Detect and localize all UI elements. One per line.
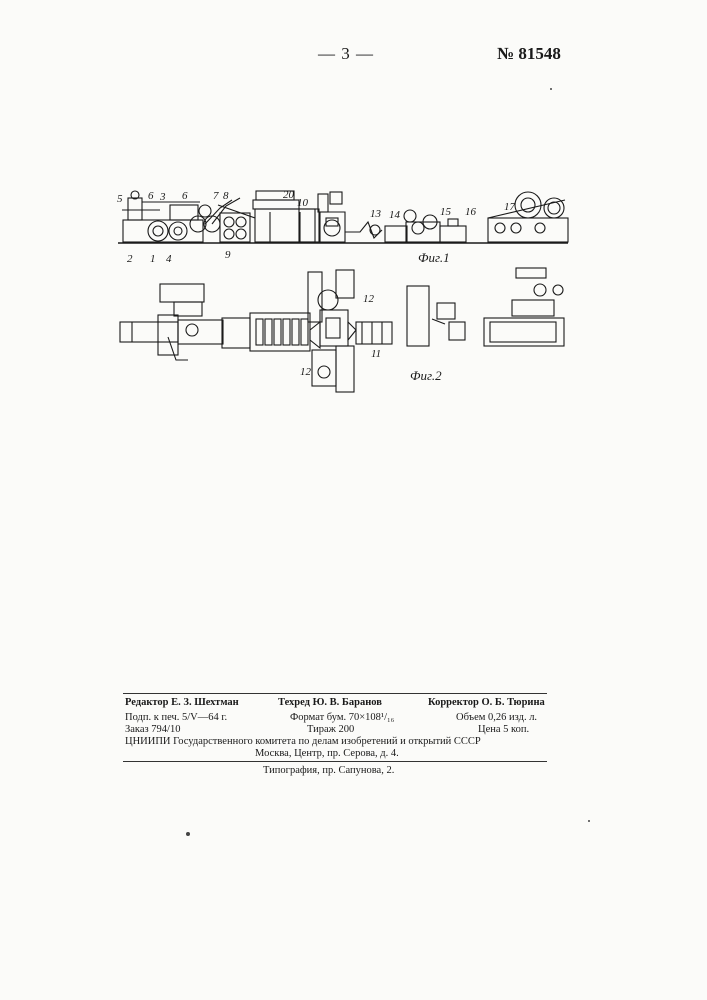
fig1-label: 3: [159, 191, 166, 203]
scan-speck: [550, 88, 552, 90]
fig1-label: 4: [166, 253, 172, 265]
fig1-label: 8: [223, 190, 229, 202]
volume: Объем 0,26 изд. л.: [456, 712, 537, 724]
fig1-label: 16: [465, 206, 477, 218]
publisher-address: Москва, Центр, пр. Серова, д. 4.: [255, 748, 399, 760]
fig1-label: 14: [389, 209, 401, 221]
fig1-label: 2: [127, 253, 133, 265]
fig1-label: 15: [440, 206, 452, 218]
printer: Типография, пр. Сапунова, 2.: [263, 765, 394, 777]
fig1-label: 6: [182, 190, 188, 202]
fig2-caption: Фиг.2: [410, 368, 442, 383]
scan-speck: [588, 820, 590, 822]
fig1-caption: Фиг.1: [418, 250, 450, 265]
editor-credit: Редактор Е. З. Шехтман: [125, 697, 239, 709]
circulation: Тираж 200: [307, 724, 354, 736]
fig1-label: 20: [283, 189, 295, 201]
fig1-label: 1: [150, 253, 156, 265]
fig1-label: 7: [213, 190, 219, 202]
publisher-institute: ЦНИИПИ Государственного комитета по дела…: [125, 736, 481, 748]
fig1-label: 5: [117, 193, 123, 205]
fig1-label: 13: [370, 208, 382, 220]
fig1-label: 6: [148, 190, 154, 202]
fig2-label: 12: [300, 366, 312, 378]
fig2-labels: 12 11 12 Фиг.2: [300, 293, 442, 383]
order-number: Заказ 794/10: [125, 724, 180, 736]
fig2-plan-view: [120, 268, 564, 392]
paper-format: Формат бум. 70×108¹/₁₆: [290, 712, 394, 724]
fig1-label: 10: [297, 197, 309, 209]
fig1-label: 9: [225, 249, 231, 261]
fig2-label: 12: [363, 293, 375, 305]
colophon-bottom-rule: [123, 761, 547, 762]
price: Цена 5 коп.: [478, 724, 529, 736]
technical-drawing: 5 6 3 6 7 8 20 10 13 14 15 16 17 2 1 4 9…: [0, 0, 707, 420]
signed-date: Подп. к печ. 5/V—64 г.: [125, 712, 227, 724]
colophon-top-rule: [123, 693, 547, 694]
fig2-label: 11: [371, 348, 381, 360]
scan-speck: [186, 832, 190, 836]
tech-editor-credit: Техред Ю. В. Баранов: [278, 697, 382, 709]
corrector-credit: Корректор О. Б. Тюрина: [428, 697, 545, 709]
fig1-label: 17: [504, 201, 516, 213]
